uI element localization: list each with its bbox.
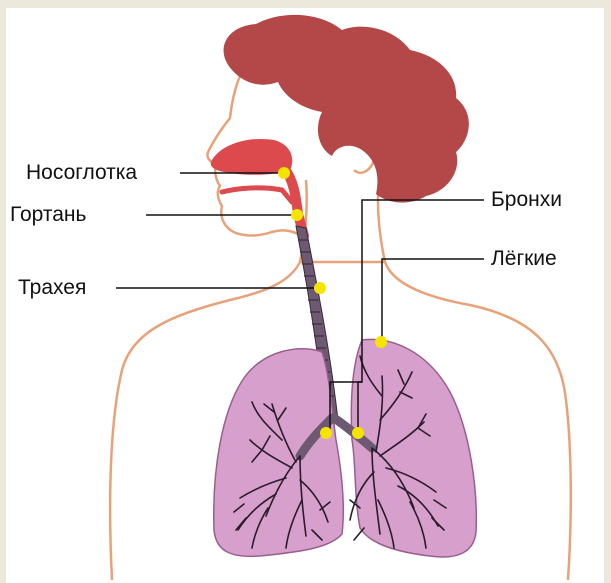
marker-bronchi-right — [352, 427, 364, 439]
marker-larynx — [291, 209, 303, 221]
label-bronchi: Бронхи — [491, 188, 562, 212]
neck-outline — [300, 170, 385, 262]
label-lungs: Лёгкие — [491, 247, 557, 271]
label-trachea: Трахея — [18, 276, 86, 300]
marker-trachea — [314, 282, 326, 294]
label-nasopharynx: Носоглотка — [26, 161, 137, 185]
marker-nasopharynx — [278, 167, 290, 179]
marker-lungs — [375, 336, 387, 348]
label-larynx: Гортань — [10, 203, 86, 227]
marker-bronchi-left — [320, 427, 332, 439]
